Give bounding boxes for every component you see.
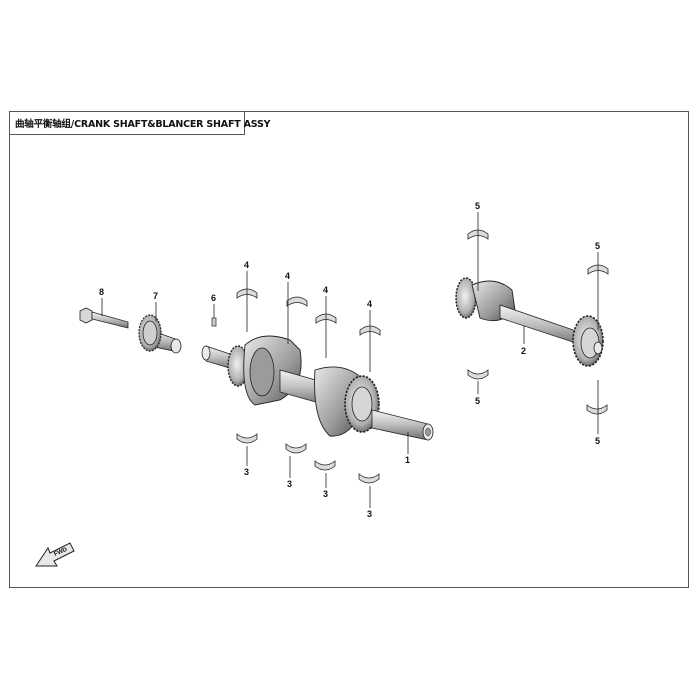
callout-2: 2 (521, 346, 526, 356)
title-box: 曲轴平衡轴组/CRANK SHAFT&BLANCER SHAFT ASSY (9, 111, 271, 135)
callout-5-bottom-right: 5 (595, 436, 600, 446)
callout-numbers: 8 7 6 4 4 4 4 3 3 3 3 1 2 5 5 5 5 (99, 201, 600, 519)
callout-3-first: 3 (244, 467, 249, 477)
fwd-arrow-icon: FWD (35, 542, 75, 567)
callout-5-top-left: 5 (475, 201, 480, 211)
callout-5-top-right: 5 (595, 241, 600, 251)
bearing-shell-lower-3a (236, 433, 258, 444)
bearing-shell-upper-4b (286, 296, 308, 307)
balancer-shaft-part-2 (455, 277, 604, 367)
callout-6: 6 (211, 293, 216, 303)
bearing-shell-lower-3b (285, 443, 307, 454)
callout-4-second: 4 (285, 271, 290, 281)
callout-3-fourth: 3 (367, 509, 372, 519)
fwd-label: FWD (53, 547, 69, 558)
callout-7: 7 (153, 291, 158, 301)
crankshaft-part-1 (201, 335, 434, 441)
callout-3-second: 3 (287, 479, 292, 489)
callout-4-first: 4 (244, 260, 249, 270)
key-part-6 (211, 317, 217, 327)
leader-lines (101, 212, 599, 508)
bearing-shell-lower-3d (358, 473, 380, 484)
diagram-frame (9, 111, 689, 588)
bearing-shell-lower-5c (467, 369, 489, 380)
callout-5-bottom-left: 5 (475, 396, 480, 406)
callout-3-third: 3 (323, 489, 328, 499)
callout-8: 8 (99, 287, 104, 297)
gear-hub-part-7 (138, 314, 182, 354)
bearing-shell-lower-5d (586, 404, 608, 415)
callout-4-fourth: 4 (367, 299, 372, 309)
callout-4-third: 4 (323, 285, 328, 295)
callout-1: 1 (405, 455, 410, 465)
bearing-shell-lower-3c (314, 460, 336, 471)
diagram-title: 曲轴平衡轴组/CRANK SHAFT&BLANCER SHAFT ASSY (15, 118, 271, 130)
bolt-part-8 (79, 307, 129, 329)
